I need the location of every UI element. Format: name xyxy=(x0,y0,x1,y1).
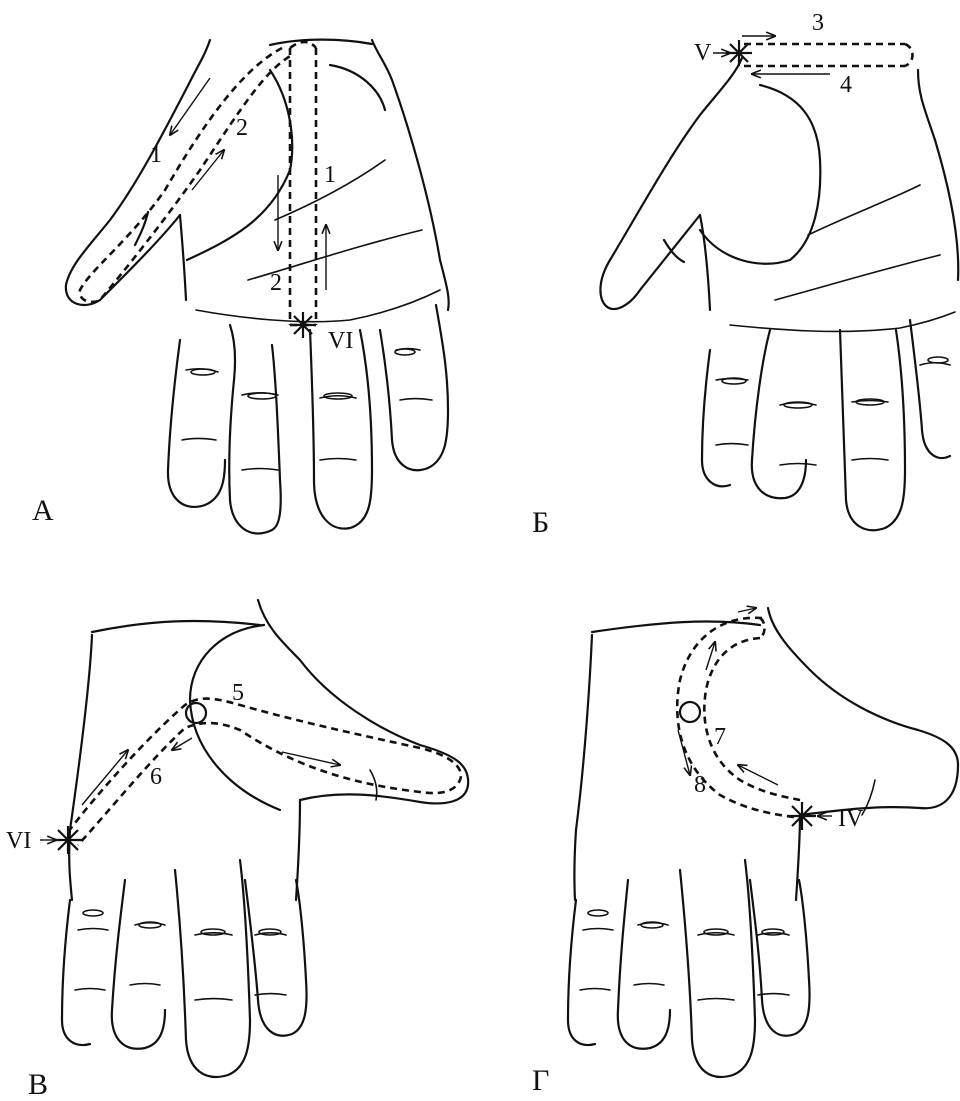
hand-v-outline xyxy=(62,600,468,1077)
step-label-v-6: 6 xyxy=(150,764,162,790)
point-iv-marker-g xyxy=(788,802,816,830)
point-vi-marker-v xyxy=(54,826,82,854)
massage-path-v xyxy=(68,699,461,845)
hand-g-outline xyxy=(568,608,958,1077)
hand-a-outline xyxy=(66,40,449,534)
step-label-g-7: 7 xyxy=(714,724,726,750)
panel-letter-g: Г xyxy=(532,1064,549,1097)
step-label-a-1-palm: 1 xyxy=(324,162,336,188)
point-label-b: V xyxy=(694,40,712,66)
step-label-a-1-thumb: 1 xyxy=(150,142,162,168)
panel-letter-b: Б xyxy=(532,506,549,539)
panel-letter-a: А xyxy=(32,494,54,527)
panel-b: 3 4 V Б xyxy=(532,10,958,539)
direction-arrows-b xyxy=(742,36,830,74)
step-label-b-4: 4 xyxy=(840,72,852,98)
step-label-a-2-palm: 2 xyxy=(270,270,282,296)
step-label-b-3: 3 xyxy=(812,10,824,36)
point-label-v: VI xyxy=(6,828,31,854)
panel-letter-v: В xyxy=(28,1068,48,1101)
point-label-g: IV xyxy=(838,806,864,832)
point-label-a: VI xyxy=(328,328,353,354)
panel-g: 7 8 IV Г xyxy=(532,608,958,1097)
point-vi-marker-a xyxy=(290,312,316,338)
hand-b-outline xyxy=(600,58,958,530)
step-label-a-2-thumb: 2 xyxy=(236,115,248,141)
step-label-g-8: 8 xyxy=(694,772,706,798)
panel-a: 1 2 1 2 VI А xyxy=(32,40,449,534)
massage-path-b xyxy=(744,44,913,66)
turn-point-circle-v xyxy=(186,703,206,723)
step-label-v-5: 5 xyxy=(232,680,244,706)
panel-v: 5 6 VI В xyxy=(6,600,468,1101)
turn-point-circle-g xyxy=(680,702,700,722)
